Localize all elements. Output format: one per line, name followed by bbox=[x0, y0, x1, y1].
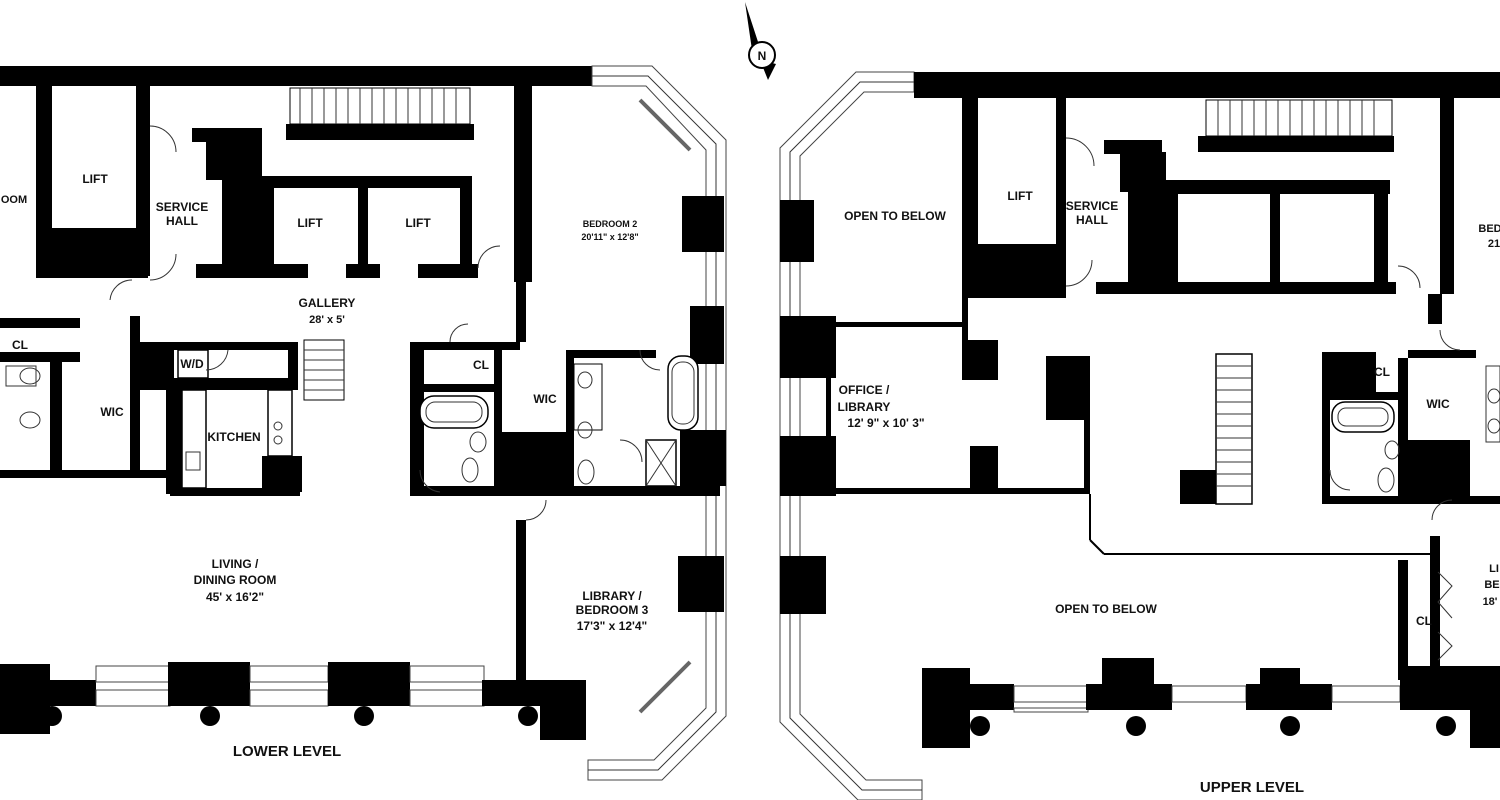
upper-service-hall-label-1: SERVICE bbox=[1066, 199, 1118, 213]
upper-open-to-below-2-label: OPEN TO BELOW bbox=[1055, 602, 1157, 616]
upper-closet-2-label: CL bbox=[1416, 614, 1432, 628]
lower-living-dimensions: 45' x 16'2" bbox=[206, 590, 264, 604]
upper-library-edge-label-1: LI bbox=[1489, 563, 1499, 575]
lower-library-label-2: BEDROOM 3 bbox=[576, 603, 649, 617]
lower-kitchen-label: KITCHEN bbox=[207, 430, 260, 444]
compass: N bbox=[745, 2, 776, 80]
upper-service-hall-label-2: HALL bbox=[1076, 213, 1108, 227]
lower-gallery-label: GALLERY bbox=[299, 296, 356, 310]
upper-closet-1-label: CL bbox=[1374, 365, 1390, 379]
lower-gallery-dimensions: 28' x 5' bbox=[309, 314, 345, 326]
lower-bedroom-edge-label: OOM bbox=[1, 194, 27, 206]
upper-library-edge-label-2: BE bbox=[1484, 579, 1499, 591]
lower-wic-1-label: WIC bbox=[100, 405, 124, 419]
upper-center-stair bbox=[1180, 353, 1253, 505]
upper-level-plan: OPEN TO BELOW LIFT SERVICE HALL BED 21 O… bbox=[779, 71, 1500, 800]
lower-service-hall-label-2: HALL bbox=[166, 214, 198, 228]
lower-library-label-1: LIBRARY / bbox=[582, 589, 642, 603]
upper-office-dimensions: 12' 9" x 10' 3" bbox=[847, 416, 924, 430]
upper-wic-label: WIC bbox=[1426, 397, 1450, 411]
lower-closet-2-label: CL bbox=[473, 358, 489, 372]
lower-level-plan: OOM LIFT SERVICE HALL LIFT LIFT GALLERY … bbox=[0, 65, 727, 781]
lower-washer-dryer-label: W/D bbox=[180, 357, 204, 371]
lower-closet-1-label: CL bbox=[12, 338, 28, 352]
lower-lift-1-label: LIFT bbox=[82, 172, 108, 186]
upper-level-title: UPPER LEVEL bbox=[1200, 779, 1304, 796]
lower-lift-3-label: LIFT bbox=[405, 216, 431, 230]
upper-library-edge-dimensions: 18' bbox=[1483, 596, 1498, 608]
upper-open-to-below-1-label: OPEN TO BELOW bbox=[844, 209, 946, 223]
gallery-stair bbox=[303, 339, 345, 401]
lower-library-dimensions: 17'3" x 12'4" bbox=[577, 619, 647, 633]
upper-office-label-2: LIBRARY bbox=[838, 400, 891, 414]
lower-level-title: LOWER LEVEL bbox=[233, 743, 341, 760]
upper-bedroom-edge-label: BED bbox=[1478, 223, 1500, 235]
lower-wic-2-label: WIC bbox=[533, 392, 557, 406]
upper-office-label-1: OFFICE / bbox=[839, 383, 890, 397]
lower-service-hall-label-1: SERVICE bbox=[156, 200, 208, 214]
lower-living-label-1: LIVING / bbox=[212, 557, 259, 571]
lower-stair bbox=[286, 87, 474, 140]
upper-bedroom-edge-dimensions: 21 bbox=[1488, 238, 1500, 250]
lower-living-label-2: DINING ROOM bbox=[194, 573, 277, 587]
lower-bedroom2-dimensions: 20'11" x 12'8" bbox=[581, 232, 638, 242]
lower-lift-2-label: LIFT bbox=[297, 216, 323, 230]
upper-stair bbox=[1198, 99, 1394, 152]
lower-bedroom2-label: BEDROOM 2 bbox=[583, 219, 638, 229]
upper-lift-label: LIFT bbox=[1007, 189, 1033, 203]
compass-letter: N bbox=[758, 49, 767, 63]
